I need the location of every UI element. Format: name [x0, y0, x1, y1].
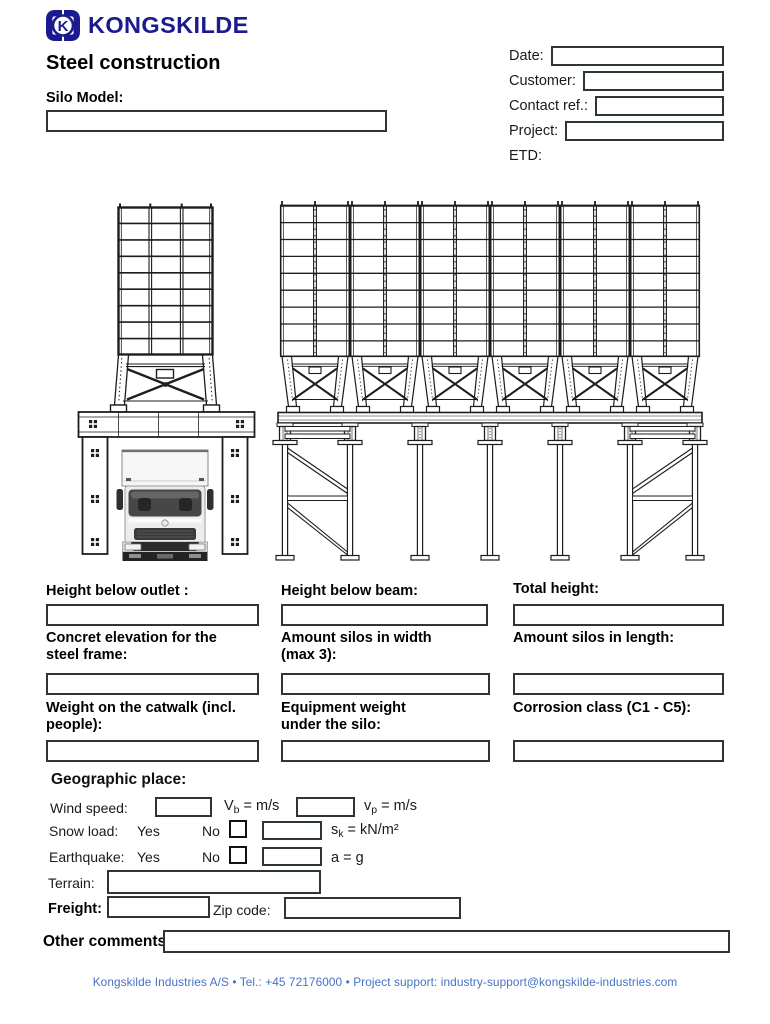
sk-unit-label: sk= kN/m²: [331, 822, 399, 840]
page-title: Steel construction: [46, 52, 221, 74]
order-meta-fields: Date: Customer: Contact ref.: Project: E…: [509, 46, 724, 171]
silo-on-portal-frame-with-truck-drawing: [77, 203, 256, 561]
terrain-label: Terrain:: [48, 875, 95, 891]
wind-speed-label: Wind speed:: [50, 800, 128, 816]
other-comments-input[interactable]: [163, 930, 730, 953]
svg-text:K: K: [58, 18, 69, 35]
geographic-place-heading: Geographic place:: [51, 771, 187, 788]
silo-model-input[interactable]: [46, 110, 387, 132]
meta-row-date: Date:: [509, 46, 724, 66]
six-silos-on-steel-support-legs-drawing: [272, 199, 708, 561]
silos-in-length-input[interactable]: [513, 673, 724, 695]
corrosion-class-label: Corrosion class (C1 - C5):: [513, 700, 692, 716]
wind-speed-vb-input[interactable]: [155, 797, 212, 817]
snow-load-label: Snow load:: [49, 823, 119, 839]
freight-label: Freight:: [48, 901, 102, 917]
kongskilde-logo-icon: K: [46, 10, 80, 41]
silos-in-length-label: Amount silos in length:: [513, 630, 675, 646]
kongskilde-logo: K KONGSKILDE: [45, 10, 249, 41]
equipment-weight-label: Equipment weight under the silo:: [281, 700, 406, 734]
earthquake-value-input[interactable]: [262, 847, 322, 866]
concrete-elevation-input[interactable]: [46, 673, 259, 695]
earthquake-yes-label: Yes: [137, 849, 160, 865]
catwalk-weight-input[interactable]: [46, 740, 259, 762]
concrete-elevation-label: Concret elevation for the steel frame:: [46, 630, 217, 664]
snow-no-label: No: [202, 823, 220, 839]
date-input[interactable]: [550, 46, 724, 66]
wind-speed-vp-input[interactable]: [296, 797, 355, 817]
height-below-outlet-input[interactable]: [46, 604, 259, 626]
height-below-beam-label: Height below beam:: [281, 583, 418, 599]
customer-input[interactable]: [582, 71, 724, 91]
earthquake-label: Earthquake:: [49, 849, 125, 865]
meta-row-customer: Customer:: [509, 71, 724, 91]
corrosion-class-input[interactable]: [513, 740, 724, 762]
truck-icon: [116, 449, 214, 561]
project-label: Project:: [509, 123, 559, 139]
meta-row-project: Project:: [509, 121, 724, 141]
date-label: Date:: [509, 48, 544, 64]
project-input[interactable]: [565, 121, 724, 141]
height-below-outlet-label: Height below outlet :: [46, 583, 189, 599]
snow-load-value-input[interactable]: [262, 821, 322, 840]
height-below-beam-input[interactable]: [281, 604, 488, 626]
vp-unit-label: vp= m/s: [364, 798, 417, 816]
freight-input[interactable]: [107, 896, 210, 918]
meta-row-contact: Contact ref.:: [509, 96, 724, 116]
contact-ref-label: Contact ref.:: [509, 98, 588, 114]
footer-contact-line: Kongskilde Industries A/S • Tel.: +45 72…: [92, 975, 678, 989]
total-height-label: Total height:: [513, 581, 599, 597]
customer-label: Customer:: [509, 73, 576, 89]
contact-ref-input[interactable]: [594, 96, 724, 116]
earthquake-no-label: No: [202, 849, 220, 865]
silos-in-width-input[interactable]: [281, 673, 490, 695]
zip-code-label: Zip code:: [213, 902, 271, 918]
equipment-weight-input[interactable]: [281, 740, 490, 762]
brand-wordmark: KONGSKILDE: [88, 12, 249, 38]
meta-row-etd: ETD:: [509, 146, 724, 166]
vb-unit-label: Vb= m/s: [224, 798, 280, 816]
total-height-input[interactable]: [513, 604, 724, 626]
catwalk-weight-label: Weight on the catwalk (incl. people):: [46, 700, 236, 734]
snow-no-checkbox[interactable]: [229, 820, 247, 838]
zip-code-input[interactable]: [284, 897, 461, 919]
other-comments-label: Other comments:: [43, 933, 172, 950]
silo-model-label: Silo Model:: [46, 90, 124, 106]
earthquake-no-checkbox[interactable]: [229, 846, 247, 864]
etd-label: ETD:: [509, 148, 543, 164]
snow-yes-label: Yes: [137, 823, 160, 839]
terrain-input[interactable]: [107, 870, 321, 894]
silos-in-width-label: Amount silos in width (max 3):: [281, 630, 432, 664]
a-g-unit-label: a = g: [331, 850, 364, 866]
